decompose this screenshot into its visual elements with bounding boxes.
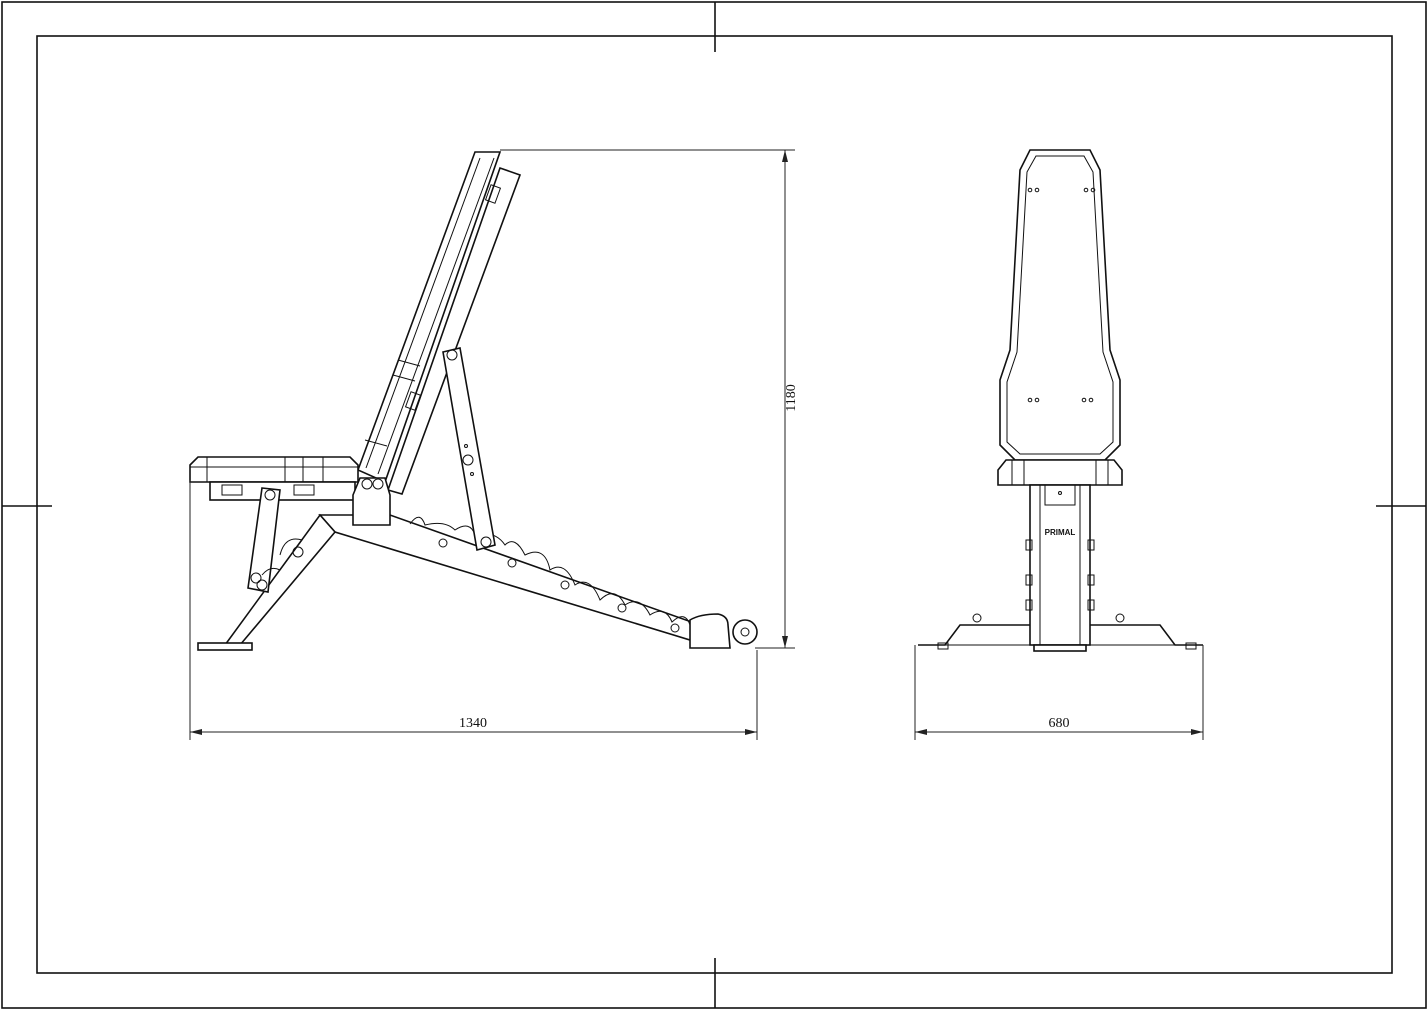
front-view-bench: PRIMAL [918, 149, 1203, 652]
width-dimension: 680 [1049, 716, 1070, 731]
side-view-bench [189, 151, 758, 651]
wheel-icon [732, 619, 758, 645]
height-dimension: 1180 [784, 384, 799, 411]
length-dimension: 1340 [459, 716, 487, 731]
side-view-dimensions: 1180 1340 [189, 149, 799, 740]
brand-logo: PRIMAL [1045, 528, 1076, 537]
front-view-dimensions: 680 [914, 645, 1204, 740]
